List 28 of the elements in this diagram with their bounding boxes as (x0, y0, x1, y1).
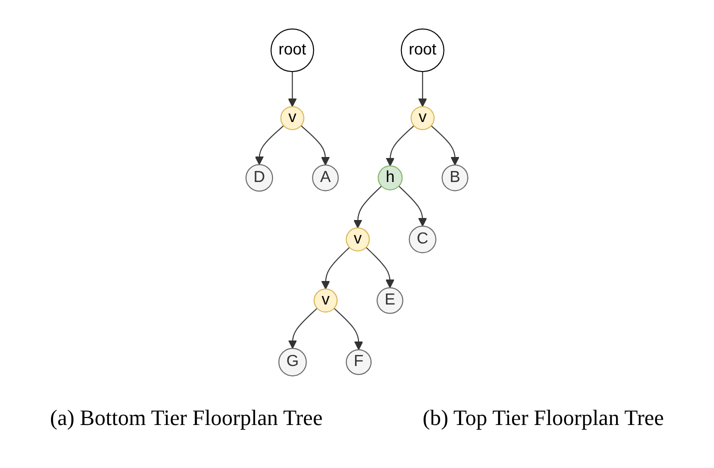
arrow (418, 71, 428, 108)
node-circle: A (312, 164, 339, 192)
arrow (254, 125, 284, 166)
arrow (300, 125, 330, 166)
node-circle: B (442, 164, 468, 192)
arrow (366, 246, 394, 288)
node-circle: v (410, 106, 435, 130)
arrow (334, 308, 364, 350)
node-circle: G (278, 348, 307, 376)
caption: (a) Bottom Tier Floorplan Tree (50, 405, 323, 431)
arrow (398, 186, 428, 227)
node-circle: v (346, 228, 370, 252)
arrow (288, 308, 318, 349)
caption: (b) Top Tier Floorplan Tree (422, 405, 664, 431)
node-circle: root (400, 28, 444, 72)
arrow (288, 71, 297, 108)
arrow (386, 125, 415, 166)
node-circle: h (378, 165, 403, 190)
arrow (354, 186, 382, 228)
node-circle: F (346, 349, 372, 376)
node-circle: root (270, 28, 314, 72)
node-circle: v (314, 288, 338, 313)
node-circle: C (408, 226, 436, 254)
node-circle: E (376, 287, 404, 314)
arrow (430, 125, 460, 166)
node-circle: v (280, 106, 304, 130)
node-circle: D (246, 164, 274, 192)
arrow (321, 246, 350, 290)
